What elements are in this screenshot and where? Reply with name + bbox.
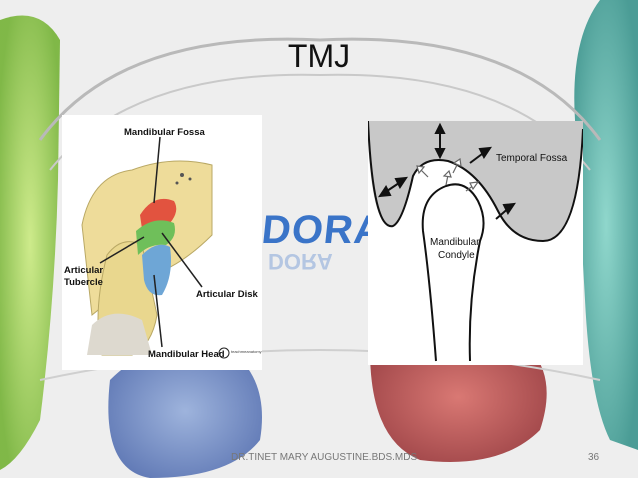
footer-author: DR.TINET MARY AUGUSTINE.BDS.MDS [231,452,418,463]
label-mandibular-fossa: Mandibular Fossa [124,127,205,138]
label-articular-disk: Articular Disk [196,289,258,300]
logo-text: teachmeanatomy [231,349,262,354]
label-articular: Articular [64,265,103,276]
label-condyle: Condyle [438,250,475,261]
label-mandibular: Mandibular [430,237,480,248]
tmj-schematic-figure: Temporal Fossa Mandibular Condyle [368,121,583,365]
watermark-reflection: DORA [268,249,333,274]
slide-title: TMJ [287,38,351,74]
label-mandibular-head: Mandibular Head [148,349,225,360]
page-number: 36 [588,452,600,463]
tmj-anatomy-figure: Mandibular Fossa Articular Tubercle Arti… [62,115,262,370]
label-tubercle: Tubercle [64,277,103,288]
label-temporal-fossa: Temporal Fossa [496,153,568,164]
copyright-icon [218,347,230,359]
